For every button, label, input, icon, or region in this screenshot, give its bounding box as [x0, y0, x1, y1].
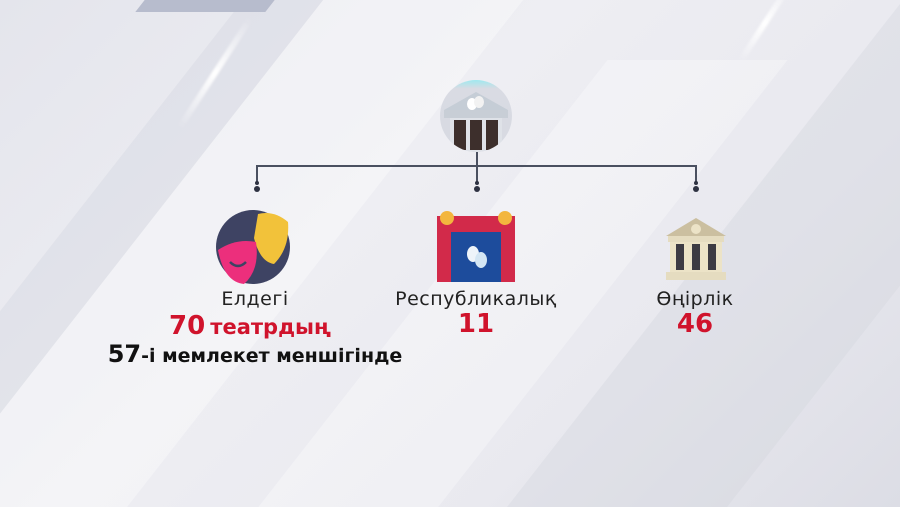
label-regional: Өңірлік — [656, 288, 734, 310]
total-count: 70 — [169, 311, 206, 341]
connector-left — [256, 165, 258, 183]
label-elde: Елдегі — [221, 288, 289, 310]
classical-building-icon — [664, 214, 728, 284]
connector-right — [695, 165, 697, 183]
regional-count: 46 — [676, 309, 714, 339]
label-republic: Республикалық — [395, 288, 557, 310]
theater-masks-icon — [214, 208, 292, 290]
total-suffix: театрдың — [210, 315, 331, 339]
republic-count: 11 — [457, 309, 495, 339]
stage-curtain-icon — [437, 208, 515, 286]
theater-building-icon — [440, 80, 512, 152]
state-note: -і мемлекет меншігінде — [141, 345, 403, 367]
state-count: 57 — [107, 340, 142, 368]
connector-center — [476, 152, 478, 183]
